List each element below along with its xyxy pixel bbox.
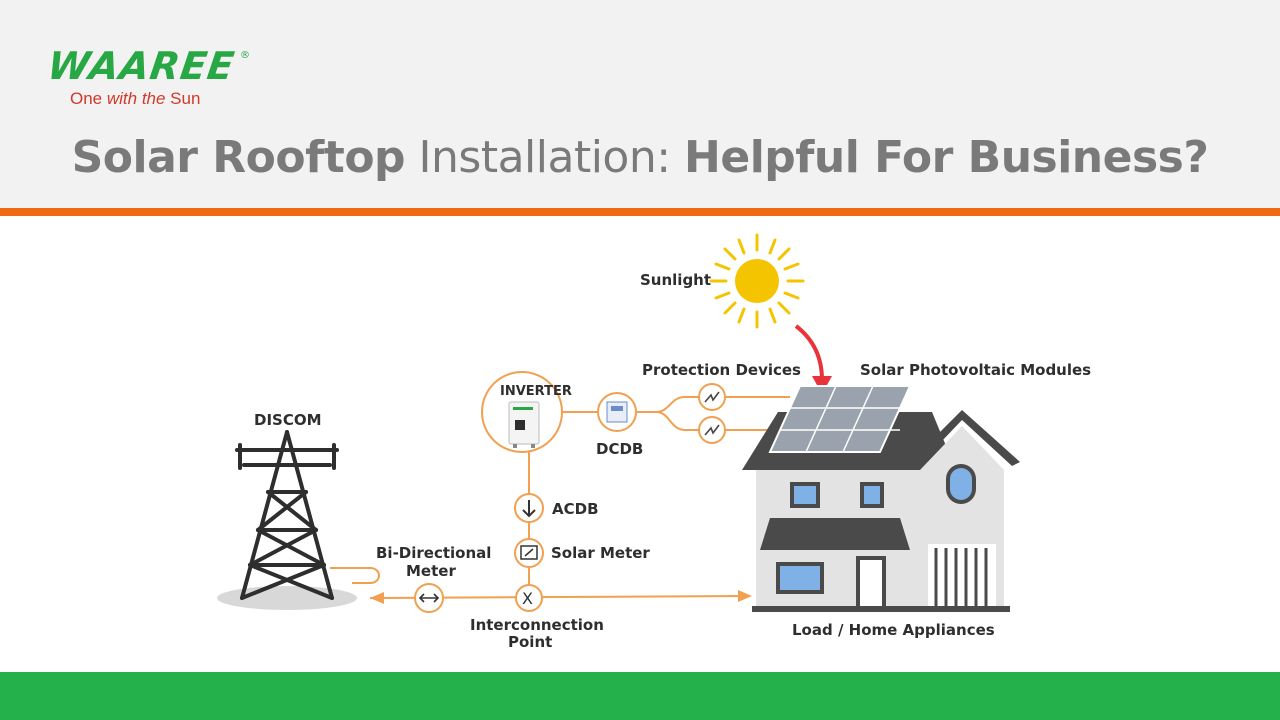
- footer-green-bar: [0, 672, 1280, 720]
- label-acdb: ACDB: [552, 500, 599, 518]
- label-solar-meter: Solar Meter: [551, 544, 650, 562]
- solar-meter-icon: [514, 538, 544, 568]
- arrow-to-grid: [370, 592, 384, 604]
- diagram-panel: Sunlight Protection Devices Solar Photov…: [0, 216, 1280, 672]
- label-dcdb: DCDB: [596, 440, 643, 458]
- tower-shadow: [217, 586, 357, 610]
- arrow-to-load: [738, 590, 752, 602]
- protection-device-top: [698, 383, 726, 411]
- label-bidirectional-1: Bi-Directional: [376, 544, 491, 562]
- brand-logo: WAAREE: [44, 44, 238, 88]
- interconnection-symbol: X: [522, 589, 533, 608]
- inverter-icon: [481, 371, 563, 453]
- label-solar-pv-modules: Solar Photovoltaic Modules: [860, 361, 1091, 379]
- header: WAAREE ® One with the Sun Solar Rooftop …: [0, 0, 1280, 208]
- orange-divider: [0, 208, 1280, 216]
- sunlight-arrow: [794, 324, 824, 381]
- label-inverter: INVERTER: [500, 384, 572, 399]
- interconnection-point-icon: [515, 584, 543, 612]
- brand-tagline: One with the Sun: [70, 89, 201, 108]
- label-sunlight: Sunlight: [640, 271, 711, 289]
- solar-system-diagram: Sunlight Protection Devices Solar Photov…: [217, 233, 1091, 651]
- transmission-tower-icon: [235, 430, 339, 600]
- label-interconnection-1: Interconnection: [470, 616, 604, 634]
- acdb-icon: [514, 493, 544, 523]
- bidirectional-meter-icon: [414, 583, 444, 613]
- registered-mark: ®: [240, 50, 250, 61]
- solar-panels-icon: [768, 385, 912, 453]
- label-bidirectional-2: Meter: [406, 562, 456, 580]
- protection-device-bottom: [698, 416, 726, 444]
- label-load: Load / Home Appliances: [792, 621, 995, 639]
- sun-icon: [709, 233, 805, 329]
- page-title: Solar Rooftop Installation: Helpful For …: [71, 132, 1209, 183]
- label-interconnection-2: Point: [508, 633, 552, 651]
- dcdb-icon: [597, 392, 637, 432]
- label-protection-devices: Protection Devices: [642, 361, 801, 379]
- label-discom: DISCOM: [254, 411, 322, 429]
